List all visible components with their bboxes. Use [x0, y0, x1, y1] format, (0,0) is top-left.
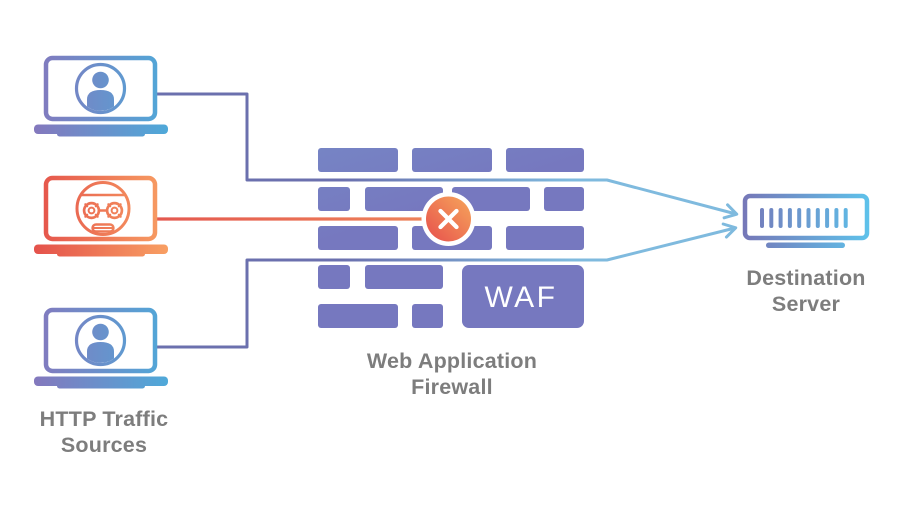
- laptop-screen: [43, 175, 158, 242]
- brick-wall-icon: [318, 148, 584, 328]
- connection-line-top-allowed: [157, 92, 739, 220]
- blocked-x-icon: [421, 192, 476, 246]
- laptop-bot-icon: [34, 175, 168, 257]
- laptop-user-icon-top: [34, 58, 168, 137]
- server-icon: [742, 193, 870, 248]
- waf-block-label: WAF: [484, 281, 557, 314]
- bot-face-icon: [75, 181, 131, 236]
- server-base-shadow: [766, 242, 845, 248]
- laptop-base-lip: [57, 251, 145, 257]
- destination-label-line2: Server: [772, 292, 841, 316]
- destination-label-line1: Destination: [746, 266, 865, 290]
- connection-line-bottom-allowed: [157, 222, 738, 349]
- waf-label-line1: Web Application: [367, 349, 537, 373]
- http-sources-label-line2: Sources: [61, 433, 147, 457]
- waf-block: [462, 265, 584, 328]
- laptop-user-icon-bottom: [34, 310, 168, 389]
- server-vents: [760, 208, 848, 228]
- waf-label-line2: Firewall: [411, 375, 493, 399]
- http-sources-label-line1: HTTP Traffic: [40, 407, 169, 431]
